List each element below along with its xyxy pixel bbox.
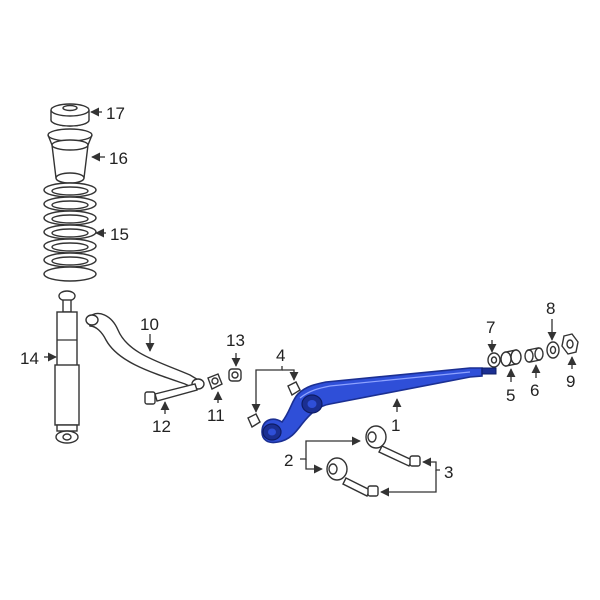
nut-11[interactable] <box>207 373 223 390</box>
leader-2b <box>305 459 323 474</box>
leader-4b <box>282 369 299 381</box>
leader-2a <box>300 436 361 460</box>
bolt-12[interactable] <box>144 383 198 405</box>
leader-3a <box>422 457 440 471</box>
nut-13[interactable] <box>228 368 242 382</box>
callout-5: 5 <box>506 386 515 405</box>
washer-7[interactable] <box>487 352 501 368</box>
callout-15: 15 <box>110 225 129 244</box>
callout-1: 1 <box>391 416 400 435</box>
callout-8: 8 <box>546 299 555 318</box>
callout-9: 9 <box>566 372 575 391</box>
shock-absorber-14[interactable] <box>54 290 80 444</box>
callout-4: 4 <box>276 346 285 365</box>
callout-7: 7 <box>486 318 495 337</box>
bushing-5[interactable] <box>500 349 522 367</box>
callout-12: 12 <box>152 417 171 436</box>
callout-3: 3 <box>444 463 453 482</box>
upper-spring-seat-17[interactable] <box>50 103 90 127</box>
callout-2: 2 <box>284 451 293 470</box>
leader-4a <box>251 366 283 413</box>
bushing-2a[interactable] <box>365 425 387 449</box>
callout-11: 11 <box>207 406 225 425</box>
callout-17: 17 <box>106 104 125 123</box>
bushing-2b[interactable] <box>326 457 348 481</box>
leader-3b <box>380 470 437 497</box>
callout-10: 10 <box>140 315 159 334</box>
callout-13: 13 <box>226 331 245 350</box>
bump-stop-16[interactable] <box>47 128 93 184</box>
washer-8[interactable] <box>546 341 560 359</box>
callout-6: 6 <box>530 381 539 400</box>
radius-arm-1[interactable] <box>261 367 497 444</box>
callout-14: 14 <box>20 349 39 368</box>
coil-spring-15[interactable] <box>43 182 97 282</box>
nut-4a[interactable] <box>247 413 261 429</box>
callout-16: 16 <box>109 149 128 168</box>
bushing-6[interactable] <box>524 347 544 363</box>
nut-9[interactable] <box>561 333 579 355</box>
bolt-3a[interactable] <box>378 445 421 467</box>
bolt-3b[interactable] <box>342 477 379 497</box>
nut-4b[interactable] <box>287 381 301 397</box>
